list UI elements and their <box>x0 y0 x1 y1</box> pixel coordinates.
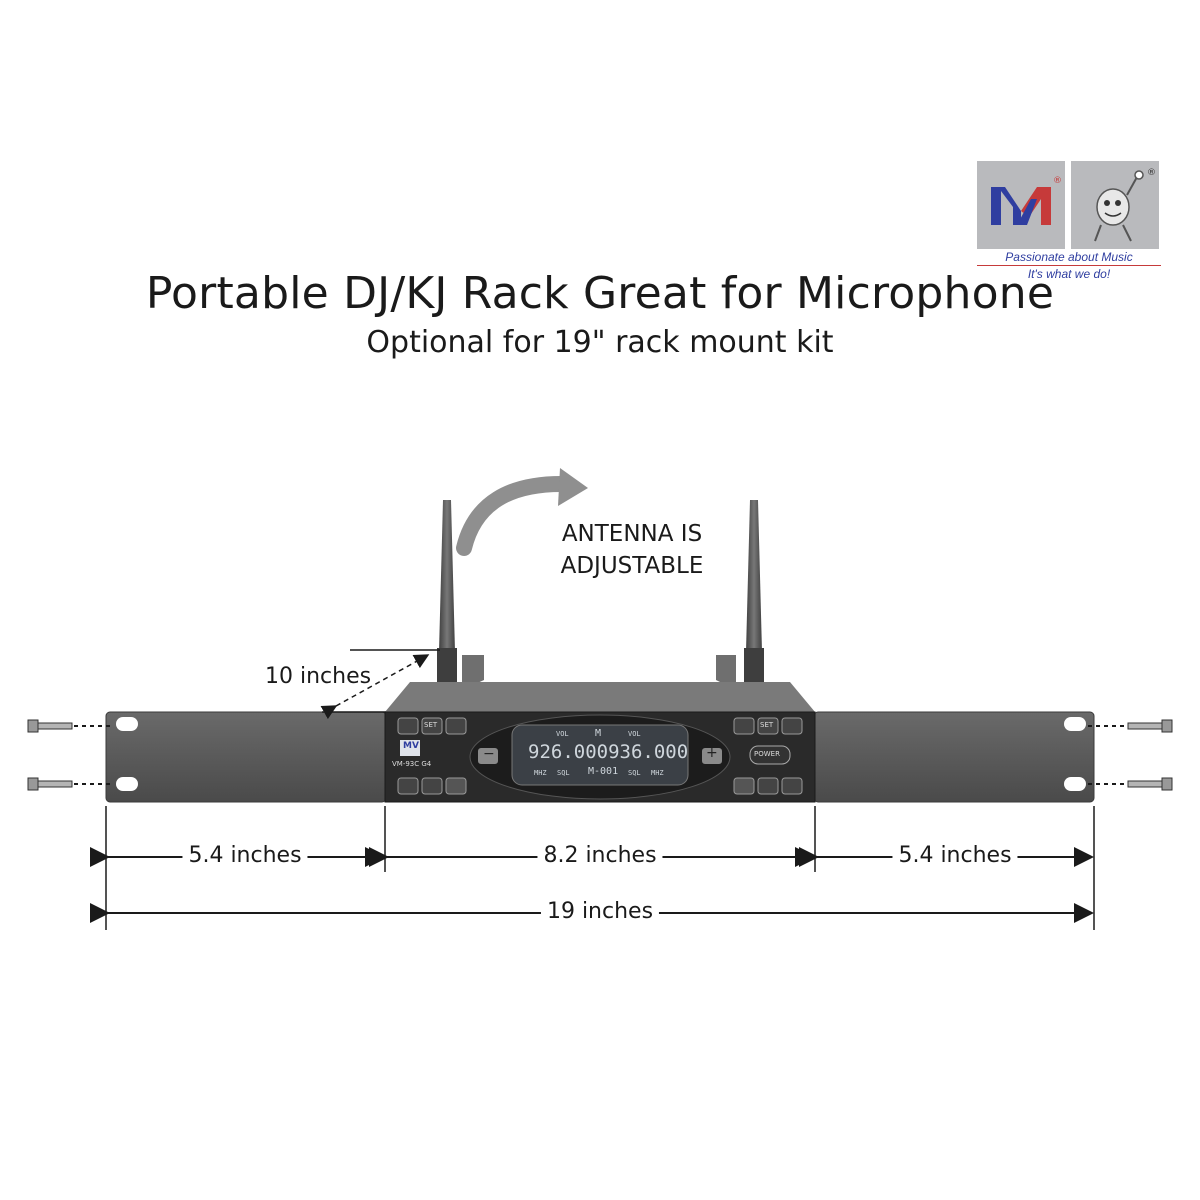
right-antenna <box>744 500 764 690</box>
lcd-channel: M-001 <box>588 766 619 777</box>
brand-tagline: Passionate about Music <box>977 250 1161 266</box>
right-screws <box>1088 719 1173 791</box>
left-rack-ear <box>105 711 387 803</box>
lcd-sql-left: SQL <box>557 769 570 777</box>
svg-text:®: ® <box>1147 168 1156 178</box>
depth-label: 10 inches <box>265 664 372 689</box>
panel-button <box>397 777 419 795</box>
receiver-top <box>385 682 815 712</box>
music-mascot-icon: ® <box>1071 161 1159 249</box>
plus-button-label: + <box>706 745 718 761</box>
set-button-label: SET <box>760 721 774 729</box>
antenna-note-line1: ANTENNA IS <box>561 521 703 547</box>
mounting-hole <box>116 717 138 731</box>
set-button-label: SET <box>424 721 438 729</box>
device-logo-mark: MV <box>403 741 419 751</box>
lcd-vol-left: VOL <box>556 730 569 738</box>
mounting-hole <box>1064 777 1086 791</box>
lcd-mhz-right: MHZ <box>651 769 664 777</box>
dimension-total-label: 19 inches <box>540 899 660 924</box>
brand-slogan: It's what we do! <box>1027 267 1111 281</box>
brand-logo: ® <box>977 161 1065 249</box>
lcd-mhz-left: MHZ <box>534 769 547 777</box>
panel-button <box>733 717 755 735</box>
left-screws <box>27 719 114 791</box>
mounting-hole <box>1064 717 1086 731</box>
right-rack-ear <box>813 711 1095 803</box>
set-button <box>421 717 443 735</box>
panel-button <box>445 777 467 795</box>
dimension-left-label: 5.4 inches <box>182 843 308 868</box>
antenna-note-line2: ADJUSTABLE <box>560 553 704 579</box>
power-button <box>749 745 791 765</box>
lcd-display <box>511 724 689 786</box>
panel-button <box>781 777 803 795</box>
svg-text:®: ® <box>1053 176 1062 186</box>
set-button <box>757 717 779 735</box>
minus-button-label: − <box>483 746 495 762</box>
page-subtitle: Optional for 19" rack mount kit <box>366 325 834 360</box>
panel-button <box>445 717 467 735</box>
panel-button <box>733 777 755 795</box>
mv-logo-icon: ® <box>991 176 1062 225</box>
rear-bracket-left <box>462 655 484 690</box>
plus-button <box>702 748 722 764</box>
antenna-adjust-arrow <box>456 468 588 556</box>
depth-dimension <box>320 649 440 720</box>
model-label: VM-93C G4 <box>392 760 432 768</box>
page-title: Portable DJ/KJ Rack Great for Microphone <box>145 268 1055 319</box>
panel-button <box>397 717 419 735</box>
minus-button <box>478 748 498 764</box>
device-logo <box>400 740 420 756</box>
panel-button <box>757 777 779 795</box>
dimension-center-label: 8.2 inches <box>537 843 663 868</box>
receiver-front-panel <box>384 711 816 803</box>
lcd-center-mark: M <box>595 728 602 739</box>
panel-button <box>421 777 443 795</box>
panel-button <box>781 717 803 735</box>
rear-bracket-right <box>716 655 736 690</box>
lcd-frequency: 926.000936.000 <box>528 741 689 763</box>
antenna-note: ANTENNA IS ADJUSTABLE <box>532 518 732 582</box>
mounting-hole <box>116 777 138 791</box>
dimension-right-label: 5.4 inches <box>892 843 1018 868</box>
lcd-vol-right: VOL <box>628 730 641 738</box>
power-button-label: POWER <box>754 750 780 758</box>
left-antenna <box>437 500 457 690</box>
lcd-sql-right: SQL <box>628 769 641 777</box>
